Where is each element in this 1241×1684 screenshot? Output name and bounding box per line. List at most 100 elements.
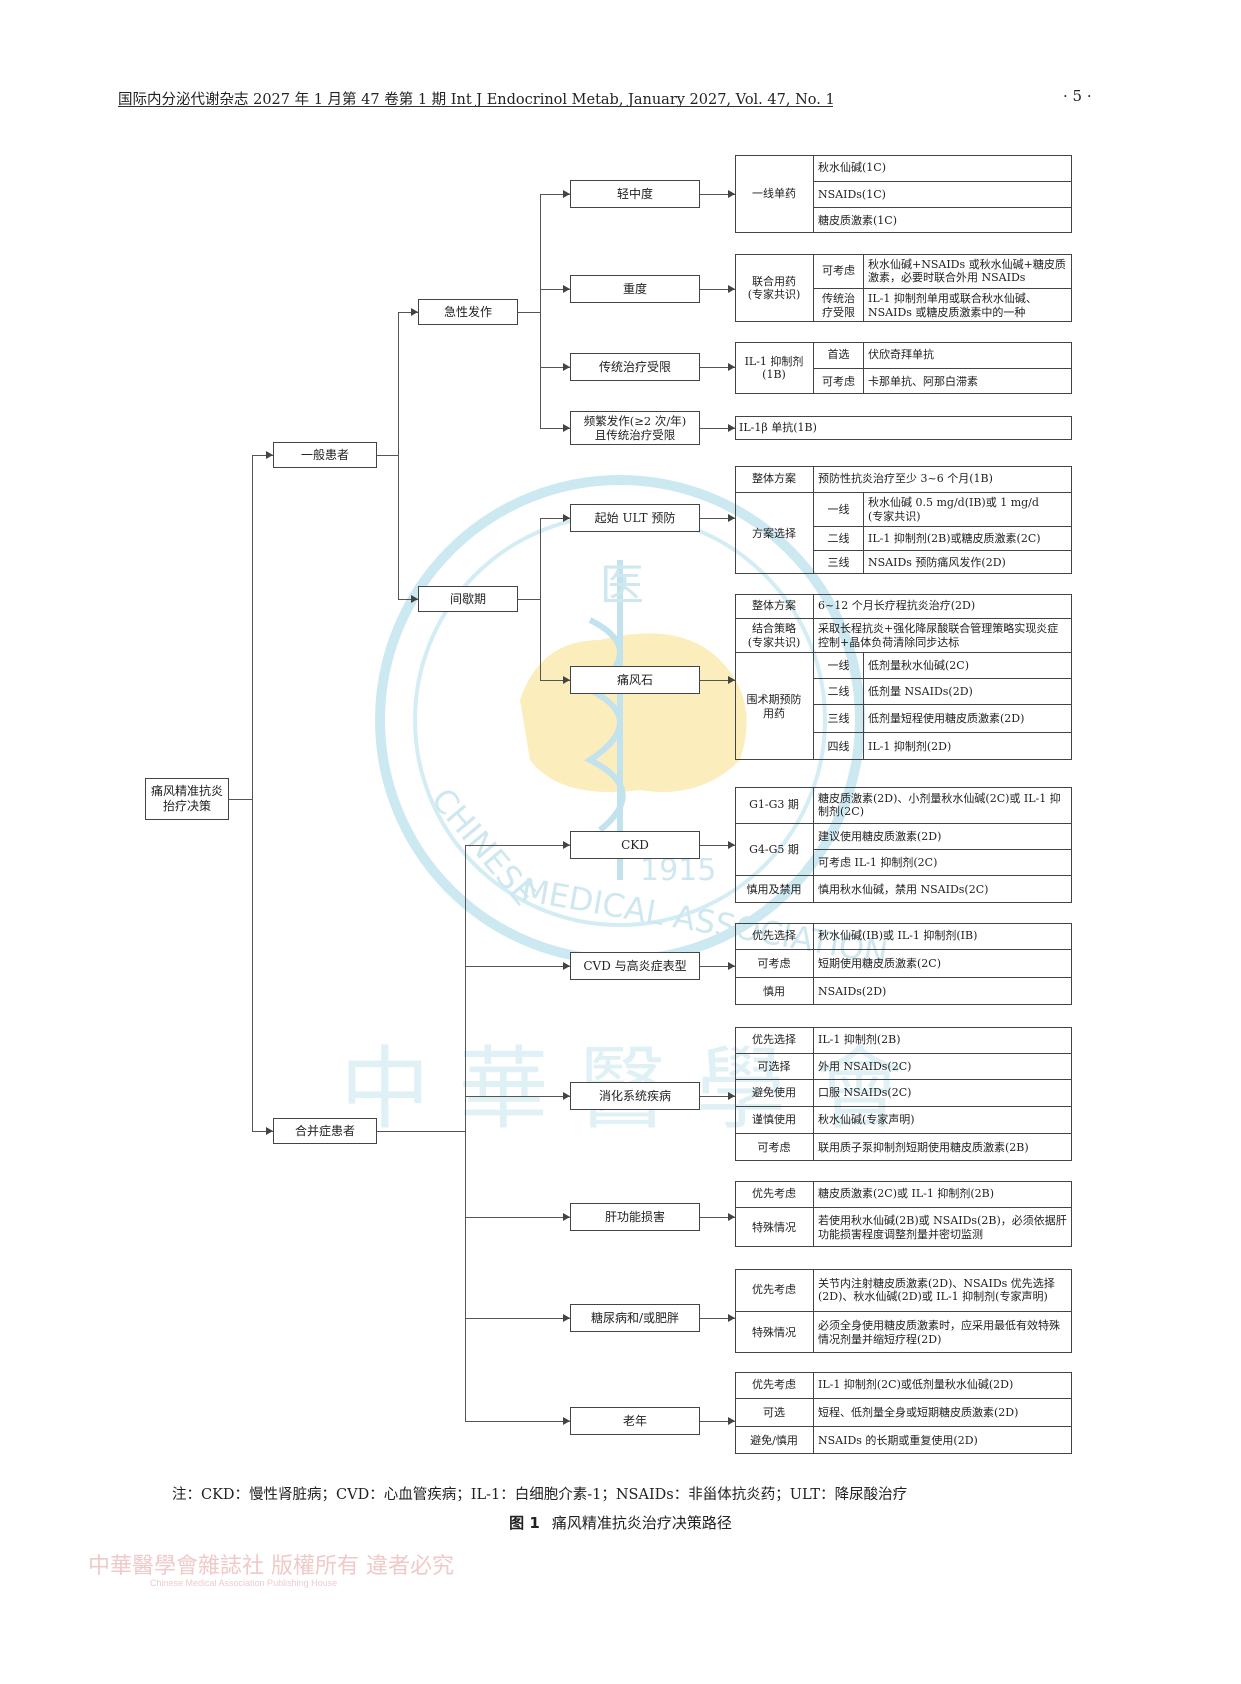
- table-mild-cell: NSAIDs(1C): [813, 181, 1072, 207]
- connector-h: [518, 599, 540, 600]
- arrow-head: [266, 1127, 273, 1135]
- connector-h: [465, 1217, 570, 1218]
- arrow-head: [728, 363, 735, 371]
- table-conventional-limited-cell: IL-1 抑制剂 (1B): [744, 354, 804, 381]
- connector-v: [398, 312, 399, 599]
- table-elderly-cell: IL-1 抑制剂(2C)或低剂量秋水仙碱(2D): [813, 1372, 1072, 1398]
- table-mild-cell: 一线单药: [752, 187, 796, 201]
- arrow-head: [728, 1092, 735, 1100]
- table-diabetes-cell: 必须全身使用糖皮质激素时，应采用最低有效特殊情况剂量并缩短疗程(2D): [813, 1311, 1072, 1353]
- page-number: · 5 ·: [1063, 87, 1092, 105]
- table-cvd-cell: 可考虑: [735, 949, 813, 977]
- connector-h: [465, 845, 570, 846]
- table-ckd-cell: 慎用秋水仙碱，禁用 NSAIDs(2C): [813, 875, 1072, 903]
- table-ckd-cell: 糖皮质激素(2D)、小剂量秋水仙碱(2C)或 IL-1 抑制剂(2C): [813, 787, 1072, 823]
- table-diabetes-cell: 关节内注射糖皮质激素(2D)、NSAIDs 优先选择(2D)、秋水仙碱(2D)或…: [813, 1269, 1072, 1311]
- table-tophi-cell: 低剂量秋水仙碱(2C): [863, 652, 1072, 678]
- arrow-head: [563, 1314, 570, 1322]
- table-ult-cell: 三线: [813, 550, 863, 574]
- publisher-watermark-logo: 中華醫學會雜誌社 版權所有 違者必究: [88, 1554, 454, 1579]
- table-tophi-cell: 结合策略 (专家共识): [735, 618, 813, 652]
- table-liver-cell: 优先考虑: [752, 1187, 796, 1201]
- connector-h: [398, 312, 418, 313]
- connector-h: [540, 367, 570, 368]
- node-comorbid-patients: 合并症患者: [273, 1118, 377, 1144]
- node-general-patients: 一般患者: [273, 442, 377, 468]
- node-conventional-limited: 传统治疗受限: [570, 353, 700, 381]
- table-ult-cell: 整体方案: [752, 472, 796, 486]
- table-digestive-cell: 谨慎使用: [735, 1106, 813, 1133]
- connector-h: [700, 1421, 735, 1422]
- connector-v: [540, 518, 541, 680]
- table-ckd-cell: 建议使用糖皮质激素(2D): [813, 823, 1072, 849]
- header-rule: [118, 106, 833, 107]
- arrow-head: [411, 595, 418, 603]
- svg-text:CHINESE: CHINESE: [424, 781, 543, 913]
- table-digestive-cell: 可选择: [735, 1053, 813, 1079]
- table-diabetes-cell: 优先考虑: [752, 1283, 796, 1297]
- publisher-watermark-sub: Chinese Medical Association Publishing H…: [150, 1578, 338, 1588]
- node-ckd: CKD: [570, 831, 700, 859]
- table-tophi-cell: 采取长程抗炎+强化降尿酸联合管理策略实现炎症控制+晶体负荷清除同步达标: [813, 618, 1072, 652]
- connector-h: [540, 680, 570, 681]
- table-severe-cell: 秋水仙碱+NSAIDs 或秋水仙碱+糖皮质激素，必要时联合外用 NSAIDs: [863, 254, 1072, 288]
- connector-h: [540, 289, 570, 290]
- connector-h: [700, 518, 735, 519]
- root-node: 痛风精准抗炎 抬疗决策: [145, 778, 229, 820]
- table-ult-cell: 秋水仙碱 0.5 mg/d(IB)或 1 mg/d (专家共识): [863, 492, 1072, 526]
- connector-h: [700, 194, 735, 195]
- connector-h: [700, 966, 735, 967]
- table-liver-cell: 糖皮质激素(2C)或 IL-1 抑制剂(2B): [813, 1181, 1072, 1207]
- table-liver: [735, 1181, 1072, 1247]
- node-elderly: 老年: [570, 1407, 700, 1435]
- table-tophi-cell: 低剂量短程使用糖皮质激素(2D): [863, 704, 1072, 732]
- table-elderly-cell: 可选: [735, 1398, 813, 1426]
- table-cvd-cell: 短期使用糖皮质激素(2C): [813, 949, 1072, 977]
- table-diabetes-cell: 特殊情况: [735, 1311, 813, 1353]
- table-ult-cell: 预防性抗炎治疗至少 3~6 个月(1B): [813, 466, 1072, 492]
- node-acute-attack: 急性发作: [418, 299, 518, 325]
- connector-h: [700, 1096, 735, 1097]
- journal-header: 国际内分泌代谢杂志 2027 年 1 月第 47 卷第 1 期 Int J En…: [118, 92, 835, 108]
- table-digestive-cell: 秋水仙碱(专家声明): [813, 1106, 1072, 1133]
- table-ckd-cell: G4-G5 期: [735, 823, 813, 875]
- table-severe-cell: 传统治 疗受限: [813, 288, 863, 322]
- table-liver-cell: 若使用秋水仙碱(2B)或 NSAIDs(2B)，必须依据肝功能损害程度调整剂量并…: [813, 1207, 1072, 1247]
- table-elderly: [735, 1372, 1072, 1454]
- table-ult-cell: 一线: [813, 492, 863, 526]
- seal-char-yi: 医: [600, 560, 644, 611]
- table-elderly-cell: NSAIDs 的长期或重复使用(2D): [813, 1426, 1072, 1454]
- connector-h: [252, 455, 273, 456]
- table-frequent-cell: IL-1β 单抗(1B): [739, 421, 817, 435]
- arrow-head: [563, 363, 570, 371]
- table-ult-cell: IL-1 抑制剂(2B)或糖皮质激素(2C): [863, 526, 1072, 550]
- connector-h: [518, 312, 540, 313]
- table-mild-cell: 糖皮质激素(1C): [813, 207, 1072, 233]
- table-digestive-cell: 优先选择: [752, 1033, 796, 1047]
- connector-h: [700, 845, 735, 846]
- arrow-head: [563, 285, 570, 293]
- connector-h: [465, 1318, 570, 1319]
- table-cvd-cell: 优先选择: [752, 929, 796, 943]
- arrow-head: [266, 451, 273, 459]
- connector-h: [700, 367, 735, 368]
- table-tophi-cell: 整体方案: [752, 599, 796, 613]
- connector-h: [252, 1131, 273, 1132]
- arrow-head: [563, 676, 570, 684]
- arrow-head: [728, 424, 735, 432]
- connector-v: [252, 455, 253, 1131]
- table-conventional-limited-cell: 卡那单抗、阿那白滞素: [863, 368, 1072, 394]
- figure-note: 注：CKD：慢性肾脏病；CVD：心血管疾病；IL-1：白细胞介素-1；NSAID…: [172, 1487, 908, 1503]
- table-digestive-cell: 避免使用: [735, 1079, 813, 1106]
- table-ult: [735, 466, 1072, 574]
- table-digestive: [735, 1027, 1072, 1161]
- arrow-head: [563, 1417, 570, 1425]
- table-ult-cell: NSAIDs 预防痛风发作(2D): [863, 550, 1072, 574]
- table-elderly-cell: 优先考虑: [752, 1378, 796, 1392]
- table-digestive-cell: 可考虑: [735, 1133, 813, 1161]
- table-cvd: [735, 923, 1072, 1005]
- connector-h: [540, 428, 570, 429]
- table-ckd-cell: 可考虑 IL-1 抑制剂(2C): [813, 849, 1072, 875]
- connector-h: [465, 966, 570, 967]
- connector-h: [700, 1318, 735, 1319]
